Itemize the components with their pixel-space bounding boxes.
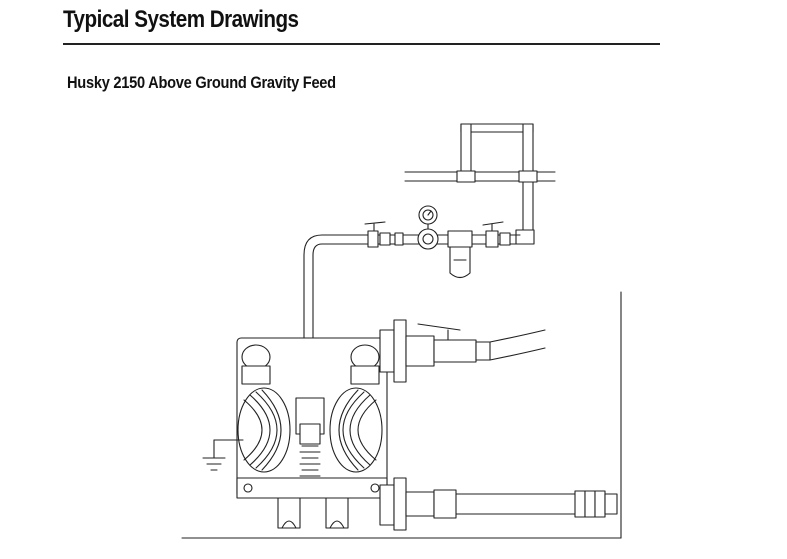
inlet-line — [380, 478, 617, 530]
figure-caption: Husky 2150 Above Ground Gravity Feed — [67, 73, 336, 92]
tank-wall — [182, 292, 621, 538]
air-supply-piping — [405, 124, 555, 244]
outlet-line — [380, 320, 545, 382]
section-title: Typical System Drawings — [63, 6, 299, 33]
ground-symbol — [203, 440, 243, 470]
title-underline — [63, 43, 660, 45]
pump-body — [237, 338, 387, 528]
air-regulator-assembly — [322, 206, 520, 278]
